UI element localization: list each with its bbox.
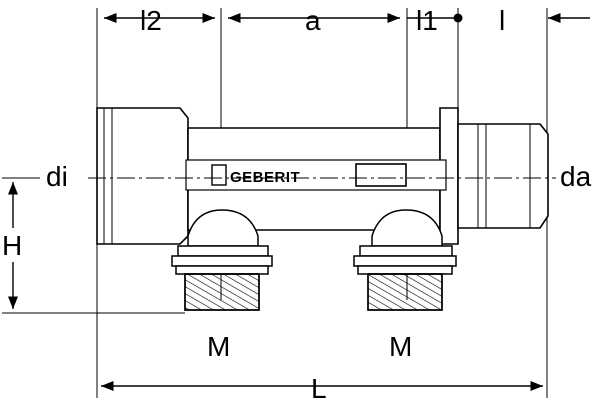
label-L: L xyxy=(311,373,327,404)
label-l2: l2 xyxy=(140,5,162,36)
label-da: da xyxy=(560,161,592,192)
left-outlet xyxy=(171,209,273,311)
label-l: l xyxy=(499,5,505,36)
right-collar xyxy=(439,107,459,245)
manifold-body xyxy=(96,107,549,245)
label-a: a xyxy=(305,5,321,36)
brand-band: GEBERIT xyxy=(185,159,447,191)
label-window xyxy=(355,163,407,187)
label-M-left: M xyxy=(207,331,230,362)
label-l1: l1 xyxy=(416,5,438,36)
reference-point-marker xyxy=(453,13,463,23)
left-socket xyxy=(96,107,189,245)
label-M-right: M xyxy=(389,331,412,362)
label-H: H xyxy=(2,230,22,261)
label-di: di xyxy=(46,161,68,192)
right-outlet xyxy=(353,209,457,311)
right-spigot xyxy=(457,123,549,229)
